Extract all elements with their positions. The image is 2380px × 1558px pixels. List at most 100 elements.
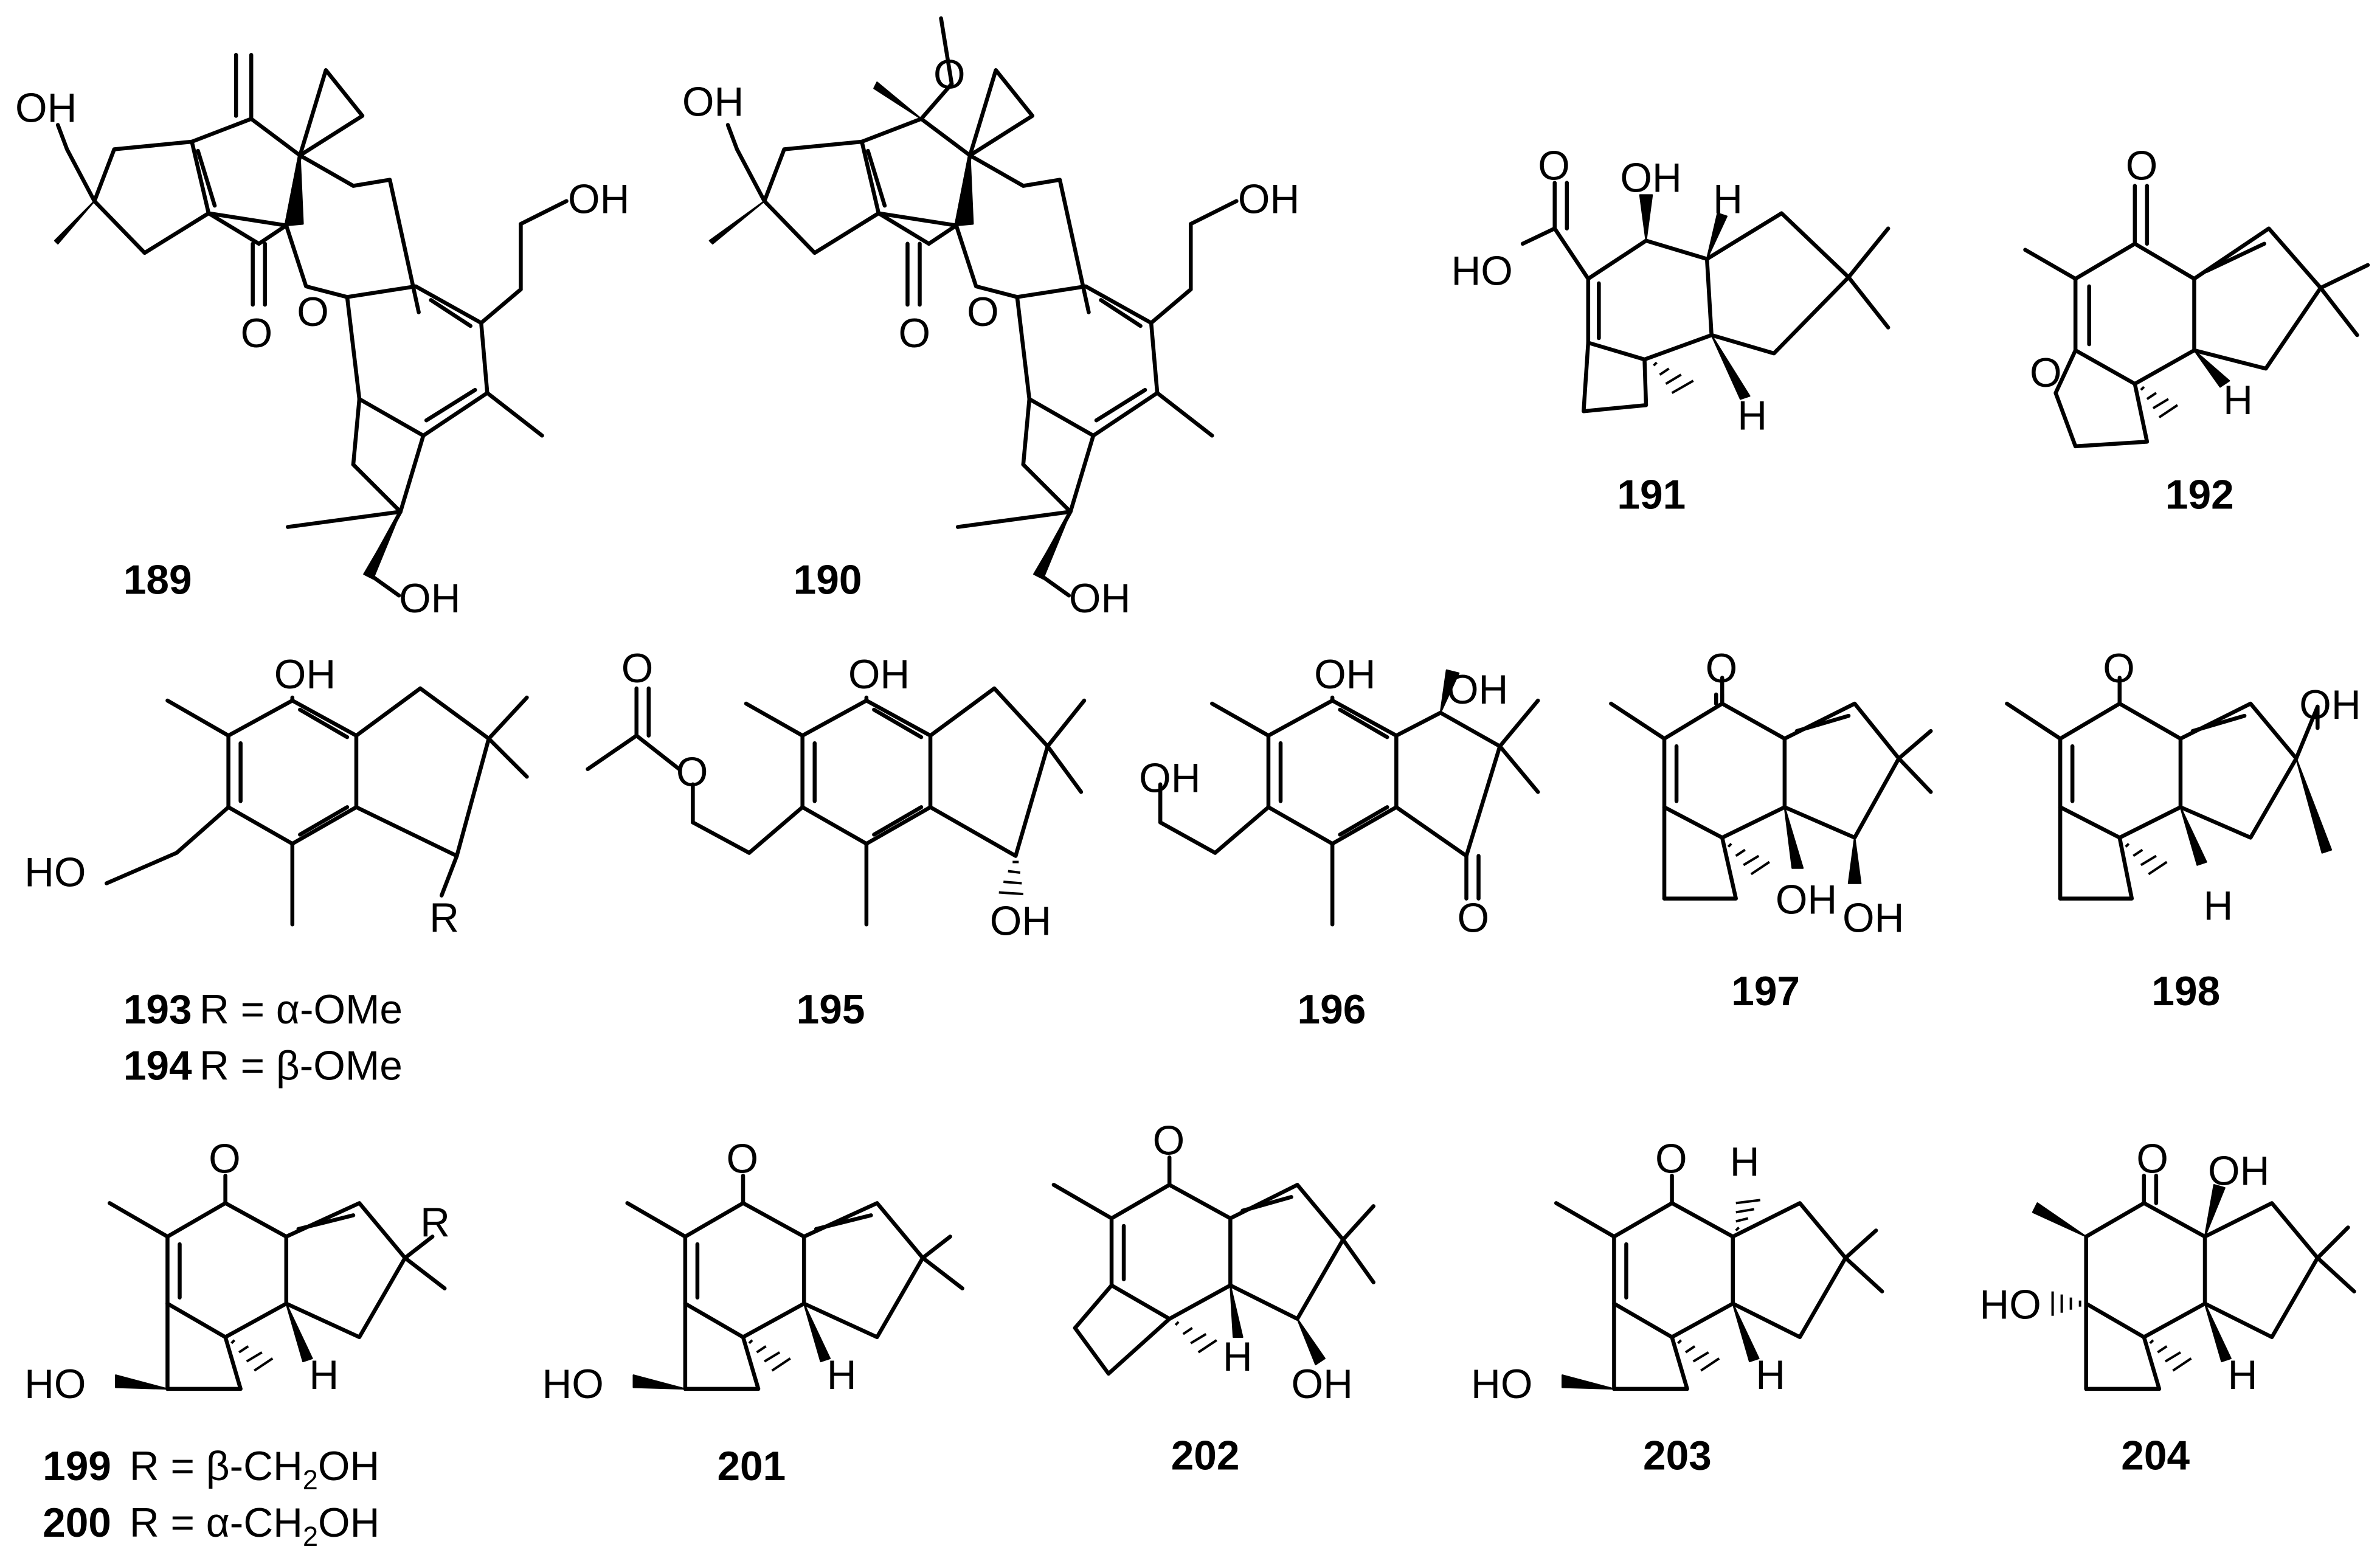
compound-192-skeleton bbox=[2023, 184, 2370, 449]
stereo-wedge bbox=[2204, 1303, 2232, 1363]
hydroxyl-label: OH bbox=[1139, 755, 1200, 801]
hydroxyl-label: HO bbox=[1979, 1283, 2041, 1328]
ester-oxygen-label: O bbox=[676, 749, 708, 795]
furan-oxygen-label: O bbox=[2030, 350, 2062, 396]
hydroxyl-label: OH bbox=[1620, 156, 1681, 201]
compound-199-200: O HO H R 199 R = β-CH2OH 200 R = α-CH2OH bbox=[24, 1136, 450, 1552]
hydroxyl-label: OH bbox=[990, 899, 1051, 944]
hydroxyl-label: OH bbox=[2299, 682, 2361, 728]
compound-number: 191 bbox=[1617, 473, 1686, 518]
hydroxyl-label: HO bbox=[1471, 1362, 1532, 1407]
compound-196: OH OH OH O 196 bbox=[1139, 652, 1540, 1033]
stereo-hash bbox=[2125, 843, 2168, 876]
hydrogen-label: H bbox=[309, 1352, 339, 1398]
stereo-hash bbox=[2051, 1291, 2192, 1372]
hydroxyl-label: OH bbox=[682, 79, 744, 125]
compound-number: 196 bbox=[1298, 987, 1366, 1033]
stereo-wedge bbox=[2032, 1202, 2087, 1238]
ring-oxygen-label: O bbox=[297, 289, 329, 335]
hydroxyl-label: OH bbox=[15, 85, 77, 131]
ketone-oxygen-label: O bbox=[241, 311, 273, 356]
stereo-hash bbox=[998, 860, 1023, 896]
compound-number: 189 bbox=[123, 558, 192, 603]
stereo-hash bbox=[748, 1339, 791, 1372]
compound-number: 199 bbox=[43, 1444, 111, 1489]
hydroxyl-label: OH bbox=[2208, 1148, 2269, 1194]
ring-oxygen-label: O bbox=[967, 289, 999, 335]
hydroxyl-label: OH bbox=[1314, 652, 1375, 698]
compound-number: 200 bbox=[43, 1500, 111, 1546]
compound-195: OH OH O O 195 bbox=[586, 646, 1087, 1033]
carbonyl-oxygen-label: O bbox=[621, 646, 654, 691]
compound-204-skeleton bbox=[2084, 1174, 2356, 1391]
compound-number: 203 bbox=[1643, 1433, 1712, 1479]
compound-203-skeleton bbox=[1554, 1174, 1884, 1391]
hydroxyl-label: HO bbox=[24, 1362, 86, 1407]
stereo-wedge bbox=[632, 1374, 687, 1390]
stereo-wedge bbox=[955, 154, 974, 226]
ketone-oxygen-label: O bbox=[1457, 896, 1489, 941]
hydroxyl-label: OH bbox=[1238, 177, 1299, 223]
hydroxyl-label: OH bbox=[274, 652, 336, 698]
hydroxyl-label: OH bbox=[848, 652, 910, 698]
stereo-wedge bbox=[2204, 1184, 2226, 1238]
stereo-wedge bbox=[1230, 1284, 1244, 1338]
stereo-hash bbox=[1653, 361, 1694, 394]
compound-number: 204 bbox=[2121, 1433, 2190, 1479]
hydroxyl-label: OH bbox=[399, 576, 460, 621]
stereo-wedge bbox=[285, 1303, 313, 1363]
acid-hydroxyl-label: HO bbox=[1451, 248, 1512, 294]
stereo-wedge bbox=[1562, 1374, 1615, 1390]
compound-number: 194 bbox=[123, 1044, 192, 1089]
stereo-hash bbox=[2140, 386, 2179, 418]
compound-number: 192 bbox=[2165, 473, 2234, 518]
stereo-wedge bbox=[2295, 757, 2333, 854]
methoxy-oxygen-label: O bbox=[933, 52, 966, 97]
compound-197-skeleton bbox=[1609, 676, 1933, 901]
stereo-wedge bbox=[1783, 806, 1804, 869]
hydrogen-label: H bbox=[2223, 378, 2253, 423]
stereo-hash bbox=[230, 1339, 274, 1372]
hydroxyl-label: OH bbox=[1292, 1362, 1353, 1407]
hydrogen-label: H bbox=[1223, 1334, 1253, 1380]
stereo-wedge bbox=[1711, 334, 1751, 400]
compound-191-skeleton bbox=[1520, 181, 1891, 414]
compound-202: O OH H 202 bbox=[1051, 1118, 1376, 1479]
compound-189-skeleton bbox=[54, 53, 569, 598]
stereo-wedge bbox=[2179, 806, 2207, 866]
stereo-wedge bbox=[1732, 1303, 1760, 1363]
hydroxyl-label: OH bbox=[1842, 896, 1904, 941]
compound-number: 193 bbox=[123, 987, 192, 1033]
ketone-oxygen-label: O bbox=[209, 1136, 241, 1182]
r-group-label: R bbox=[420, 1200, 450, 1245]
compound-number: 198 bbox=[2151, 969, 2220, 1014]
stereo-hash bbox=[1677, 1199, 1761, 1372]
stereo-wedge bbox=[1639, 194, 1653, 242]
hydroxyl-label: OH bbox=[1069, 576, 1130, 621]
compound-198: O OH H 198 bbox=[2005, 646, 2361, 1014]
compound-number: 190 bbox=[794, 558, 862, 603]
r-group-definition: R = β-CH2OH bbox=[130, 1444, 379, 1495]
compound-197: O OH OH 197 bbox=[1609, 646, 1933, 1014]
stereo-wedge bbox=[1439, 669, 1460, 714]
hydrogen-label: H bbox=[2228, 1352, 2258, 1398]
hydrogen-label: H bbox=[1756, 1352, 1785, 1398]
hydrogen-label: H bbox=[1730, 1139, 1760, 1185]
hydroxyl-label: HO bbox=[542, 1362, 603, 1407]
stereo-wedge bbox=[1033, 511, 1071, 580]
hydrogen-label: H bbox=[827, 1352, 857, 1398]
compound-201-skeleton bbox=[625, 1174, 964, 1391]
compound-number: 195 bbox=[797, 987, 865, 1033]
ketone-oxygen-label: O bbox=[2126, 144, 2158, 189]
stereo-hash bbox=[1727, 843, 1770, 876]
stereo-hash bbox=[1174, 1321, 1217, 1354]
acid-oxygen-label: O bbox=[1538, 144, 1570, 189]
stereo-wedge bbox=[363, 511, 401, 580]
compound-number: 197 bbox=[1731, 969, 1800, 1014]
compound-192: O O H 192 bbox=[2023, 144, 2370, 518]
compound-203: O HO H H 203 bbox=[1471, 1136, 1884, 1479]
stereo-wedge bbox=[1706, 212, 1728, 260]
compound-196-skeleton bbox=[1158, 695, 1540, 927]
